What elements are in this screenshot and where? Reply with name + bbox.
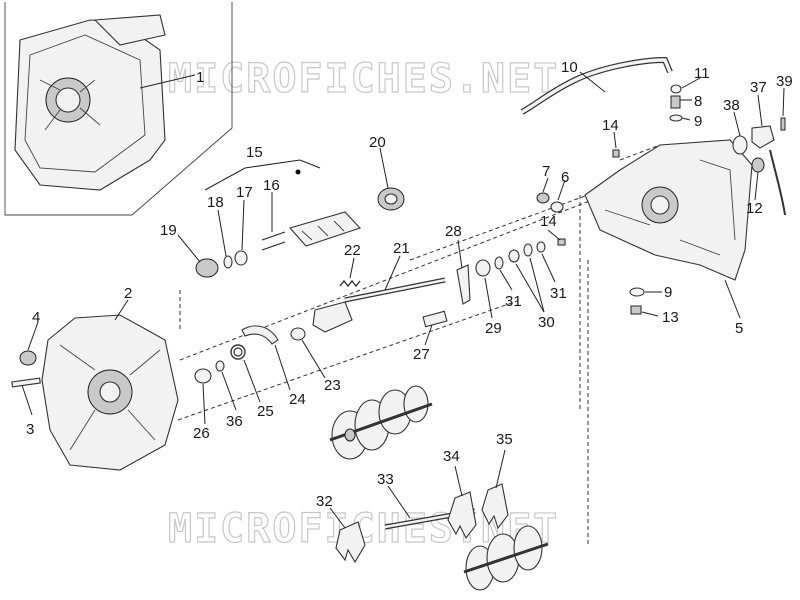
part-6-plug xyxy=(550,201,564,213)
callout-5: 5 xyxy=(735,320,743,337)
callout-11: 11 xyxy=(694,65,710,82)
part-4-bushing xyxy=(19,350,37,366)
callout-21: 21 xyxy=(393,240,410,257)
callout-31-a: 31 xyxy=(505,293,522,310)
part-11-cap xyxy=(670,84,682,94)
gear-cluster-lower xyxy=(463,525,549,591)
part-23-bushing xyxy=(290,327,306,341)
callout-30: 30 xyxy=(538,314,555,331)
callout-34: 34 xyxy=(443,448,460,465)
leader-lines xyxy=(21,71,785,529)
part-20-seal xyxy=(377,187,405,211)
callout-12: 12 xyxy=(746,200,763,217)
callout-24: 24 xyxy=(289,391,306,408)
callout-38: 38 xyxy=(723,97,740,114)
watermark-top: MICROFICHES.NET xyxy=(168,56,559,102)
callout-3: 3 xyxy=(26,421,34,438)
callout-17: 17 xyxy=(236,184,253,201)
callout-2: 2 xyxy=(124,285,132,302)
callout-35: 35 xyxy=(496,431,513,448)
callout-labels: 1 2 3 4 5 6 7 8 9 9 10 11 12 13 14 14 15… xyxy=(26,59,793,510)
callout-14-mid: 14 xyxy=(540,213,557,230)
part-15-selector-drum xyxy=(289,169,361,247)
part-27-pin xyxy=(422,310,448,328)
part-38-oring xyxy=(732,135,748,155)
part-31-washer-a xyxy=(494,256,504,270)
callout-4: 4 xyxy=(32,309,40,326)
callout-1: 1 xyxy=(196,69,204,86)
callout-31-b: 31 xyxy=(550,285,567,302)
part-14-screw-top xyxy=(612,149,620,158)
part-30-ring-b xyxy=(536,241,546,253)
callout-6: 6 xyxy=(561,169,569,186)
callout-7: 7 xyxy=(542,163,550,180)
part-21-shift-shaft xyxy=(312,277,446,333)
callout-18: 18 xyxy=(207,194,224,211)
part-2-cover xyxy=(41,314,179,471)
callout-39: 39 xyxy=(776,73,793,90)
part-31-washer-b xyxy=(523,243,533,257)
callout-29: 29 xyxy=(485,320,502,337)
part-7-plug xyxy=(536,192,550,204)
part-34-shift-fork xyxy=(447,491,477,540)
part-17-ring xyxy=(234,250,248,266)
callout-15: 15 xyxy=(246,144,263,161)
part-10-breather-hose xyxy=(520,56,673,115)
callout-37: 37 xyxy=(750,79,767,96)
inset-frame xyxy=(4,2,233,216)
part-22-spring xyxy=(339,279,361,288)
part-25-spring xyxy=(230,344,246,360)
part-3-bolt xyxy=(11,377,41,388)
callout-14-top: 14 xyxy=(602,117,619,134)
part-24-lever xyxy=(241,325,279,345)
assembly-lines xyxy=(177,144,661,545)
callout-16: 16 xyxy=(263,177,280,194)
callout-27: 27 xyxy=(413,346,430,363)
callout-20: 20 xyxy=(369,134,386,151)
part-16-pins xyxy=(261,231,286,251)
part-37-sensor xyxy=(751,125,786,216)
part-35-shift-fork xyxy=(481,483,509,530)
part-30-ring xyxy=(508,249,520,263)
gear-cluster-upper xyxy=(329,385,433,460)
callout-9-bottom: 9 xyxy=(664,284,672,301)
part-8-fitting xyxy=(670,95,681,109)
part-13-screw xyxy=(630,305,642,315)
part-1-gearbox-housing xyxy=(14,14,166,191)
part-14-screw-mid xyxy=(557,238,566,246)
part-5-main-housing xyxy=(584,139,753,281)
part-18-washer xyxy=(223,255,233,269)
callout-33: 33 xyxy=(377,471,394,488)
callout-22: 22 xyxy=(344,242,361,259)
callout-32: 32 xyxy=(316,493,333,510)
part-26-bushing xyxy=(194,368,212,384)
callout-25: 25 xyxy=(257,403,274,420)
callout-10: 10 xyxy=(561,59,578,76)
part-28-detent-lever xyxy=(456,264,471,305)
callout-36: 36 xyxy=(226,413,243,430)
callout-23: 23 xyxy=(324,377,341,394)
callout-9-top: 9 xyxy=(694,113,702,130)
callout-19: 19 xyxy=(160,222,177,239)
callout-13: 13 xyxy=(662,309,679,326)
part-9-washer-top xyxy=(669,114,683,122)
part-19-bearing xyxy=(195,258,219,278)
callout-8: 8 xyxy=(694,93,702,110)
part-36-washer xyxy=(215,360,225,372)
part-29-bearing xyxy=(475,259,491,277)
callout-28: 28 xyxy=(445,223,462,240)
part-12-seal xyxy=(751,157,765,173)
part-32-shift-fork xyxy=(335,521,366,564)
part-39-screw xyxy=(780,117,786,131)
part-9-washer-bottom xyxy=(629,287,645,297)
callout-26: 26 xyxy=(193,425,210,442)
